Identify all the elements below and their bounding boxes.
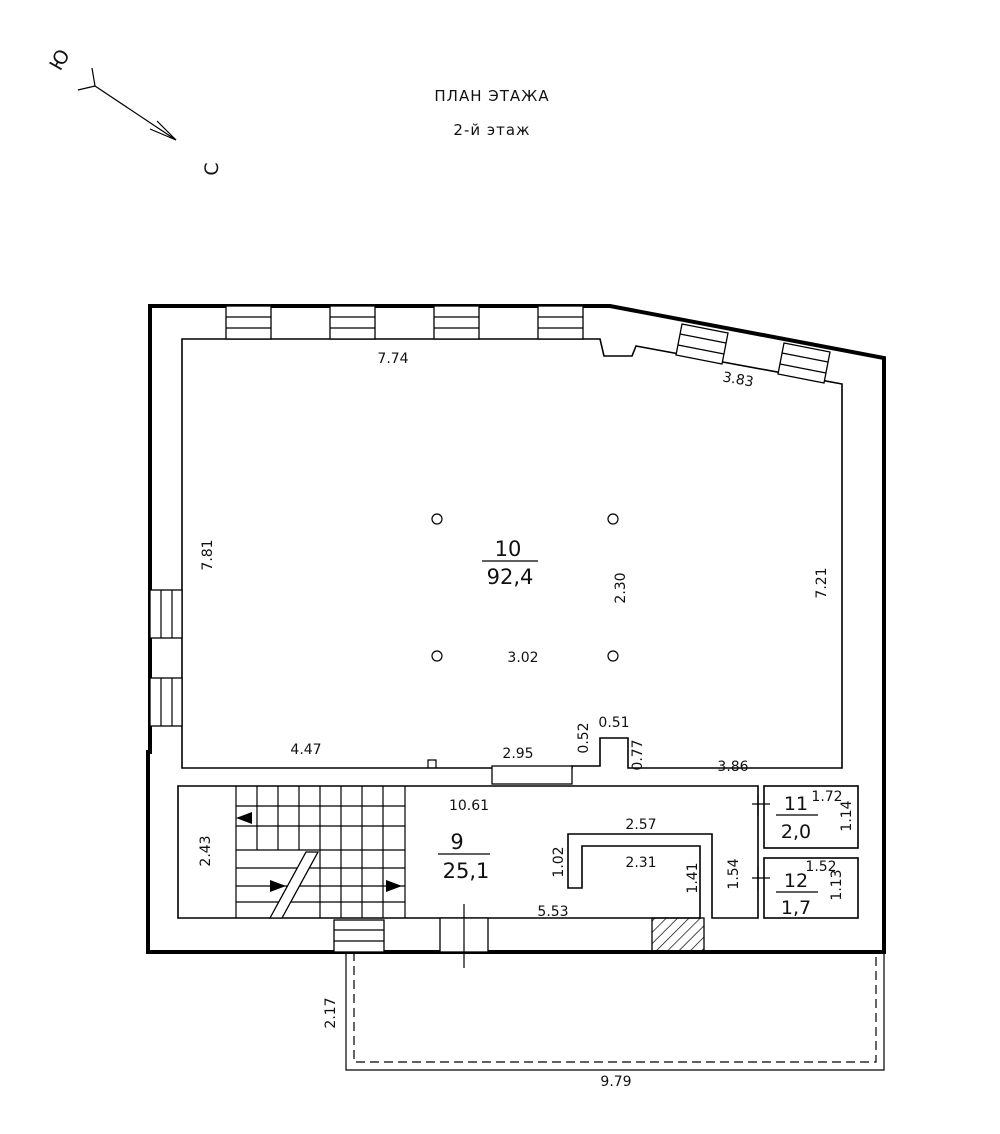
dim-corridor-length: 10.61 — [449, 798, 489, 814]
hall-notch — [427, 759, 437, 768]
dim-room11-height: 1.14 — [839, 800, 855, 831]
svg-text:92,4: 92,4 — [487, 565, 534, 589]
dim-niche-width: 0.51 — [598, 715, 629, 731]
dim-hall-left: 7.81 — [200, 539, 216, 570]
dim-room12-width: 1.52 — [805, 859, 836, 875]
svg-text:9: 9 — [450, 830, 463, 854]
hatched-shaft — [651, 917, 705, 953]
columns — [431, 513, 619, 662]
dim-partition-left: 1.02 — [551, 846, 567, 877]
balcony-outline — [345, 952, 885, 1071]
dim-niche-right-depth: 0.77 — [630, 739, 646, 770]
dim-corridor-bottom: 5.53 — [537, 904, 568, 920]
dim-hall-bottom-opening: 2.95 — [502, 746, 533, 762]
dimension-labels: 7.74 3.83 7.81 7.21 2.30 3.02 4.47 2.95 … — [198, 351, 855, 1090]
dim-partition-inner: 2.31 — [625, 855, 656, 871]
room-11-outline — [763, 785, 859, 849]
svg-text:12: 12 — [784, 870, 808, 892]
compass-icon: Ю С — [45, 46, 223, 176]
svg-text:10: 10 — [495, 537, 522, 561]
dim-hall-bottom-right: 3.86 — [717, 759, 748, 775]
compass-south-label: Ю — [45, 46, 74, 75]
dim-partition-top: 2.57 — [625, 817, 656, 833]
room-11-label: 11 2,0 — [776, 793, 818, 843]
compass-north-label: С — [201, 162, 223, 175]
windows-bottom — [333, 904, 489, 968]
dim-hall-bottom-left: 4.47 — [290, 742, 321, 758]
svg-text:2,0: 2,0 — [781, 821, 811, 843]
svg-text:11: 11 — [784, 793, 808, 815]
dim-stair-width: 2.43 — [198, 835, 214, 866]
room-10-label: 10 92,4 — [482, 537, 538, 589]
dim-wc-height: 1.54 — [726, 858, 742, 889]
dim-hall-right: 7.21 — [814, 567, 830, 598]
windows-top — [225, 305, 584, 340]
dim-column-vertical: 2.30 — [613, 572, 629, 603]
svg-text:1,7: 1,7 — [781, 897, 811, 919]
hall-opening — [491, 765, 573, 785]
room-9-label: 9 25,1 — [438, 830, 490, 883]
room-12-outline — [763, 857, 859, 919]
windows-left — [149, 589, 183, 727]
dim-balcony-length: 9.79 — [600, 1074, 631, 1090]
dim-balcony-depth: 2.17 — [323, 997, 339, 1028]
dim-room12-height: 1.13 — [829, 869, 845, 900]
staircase — [235, 786, 405, 919]
dim-hall-top: 7.74 — [377, 351, 408, 367]
dim-niche-depth: 0.52 — [576, 722, 592, 753]
door-markers — [752, 794, 770, 890]
windows-slanted — [675, 323, 831, 384]
outer-wall — [146, 304, 886, 954]
dim-room11-width: 1.72 — [811, 789, 842, 805]
dim-partition-right: 1.41 — [685, 862, 701, 893]
dim-column-horizontal: 3.02 — [507, 650, 538, 666]
plan-title: ПЛАН ЭТАЖА — [434, 87, 549, 105]
svg-text:25,1: 25,1 — [443, 859, 490, 883]
balcony-inner — [353, 952, 877, 1063]
room-12-label: 12 1,7 — [776, 870, 818, 919]
dim-hall-top-right: 3.83 — [721, 369, 754, 390]
plan-subtitle: 2-й этаж — [453, 121, 530, 139]
